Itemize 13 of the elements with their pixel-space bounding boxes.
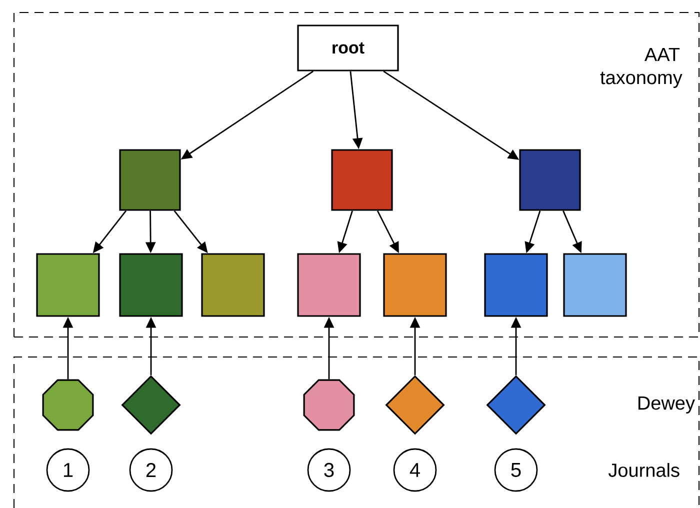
colored-square xyxy=(119,149,181,211)
colored-square xyxy=(36,253,100,317)
colored-square xyxy=(484,253,548,317)
colored-octagon xyxy=(303,379,355,431)
colored-square xyxy=(563,253,627,317)
colored-square xyxy=(331,149,393,211)
root-box: root xyxy=(297,24,399,72)
colored-square xyxy=(201,253,265,317)
colored-square xyxy=(519,149,581,211)
colored-square xyxy=(383,253,447,317)
colored-square xyxy=(297,253,361,317)
colored-square xyxy=(119,253,183,317)
colored-octagon xyxy=(42,379,94,431)
